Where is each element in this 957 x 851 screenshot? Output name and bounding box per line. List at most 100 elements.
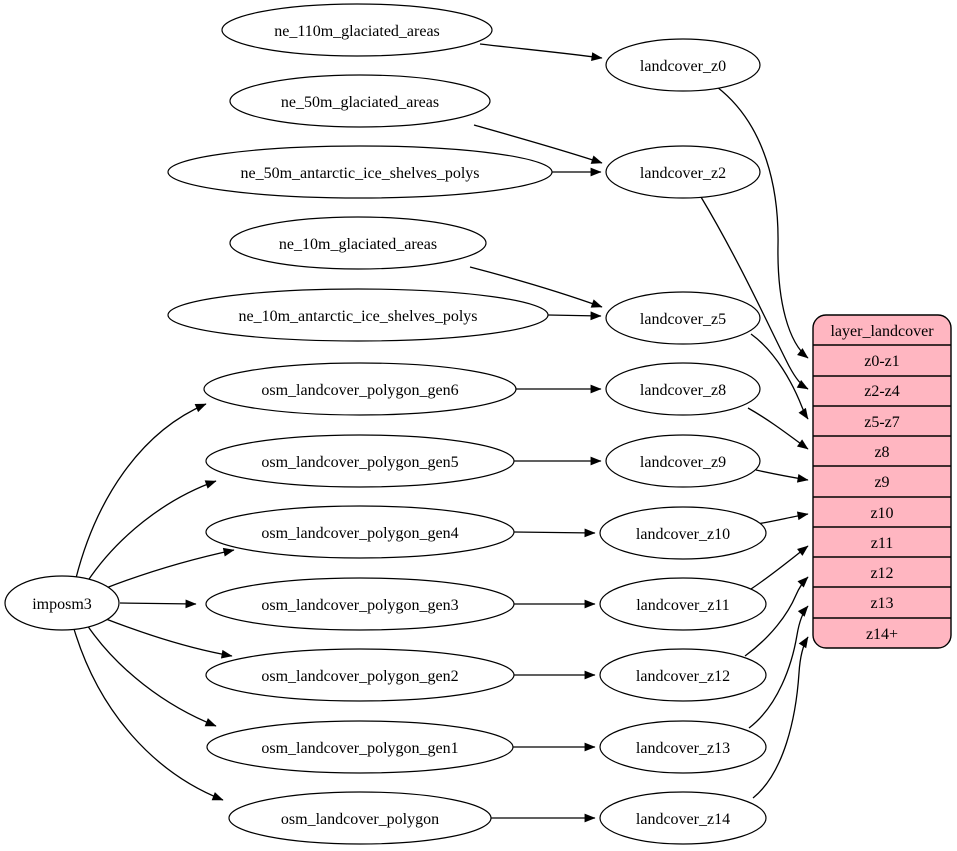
node-shape [205,648,515,702]
record-row-z8: z8 [874,444,889,461]
node-label: ne_50m_antarctic_ice_shelves_polys [240,165,479,182]
node-imposm3-label: imposm3 [32,596,92,613]
source-nodes: ne_110m_glaciated_areas ne_50m_glaciated… [167,3,553,845]
edge-imposm3-osm_landcover_polygon_gen3 [119,599,197,609]
node-shape [229,216,487,270]
edge-osm_landcover_polygon_gen4-landcover_z10 [513,528,596,538]
node-shape [605,291,761,345]
intermediate-nodes: landcover_z0 landcover_z2 landcover_z5 l… [599,38,767,845]
node-label: ne_10m_antarctic_ice_shelves_polys [238,308,477,325]
node-label: osm_landcover_polygon_gen5 [261,454,458,471]
node-shape [605,362,761,416]
record-row-z0-z1: z0-z1 [864,353,900,370]
edge-landcover_z5-row-z5-z7 [750,333,809,420]
edge-imposm3-osm_landcover_polygon [73,628,224,801]
node-landcover_z14: landcover_z14 [599,791,767,845]
node-osm_landcover_polygon_gen2: osm_landcover_polygon_gen2 [205,648,515,702]
node-ne_50m_antarctic_ice_shelves_polys: ne_50m_antarctic_ice_shelves_polys [167,145,553,199]
node-shape [599,720,767,774]
node-osm_landcover_polygon_gen4: osm_landcover_polygon_gen4 [205,505,515,559]
node-ne_110m_glaciated_areas: ne_110m_glaciated_areas [221,3,493,57]
edge-landcover_z12-row-z12 [744,576,809,657]
node-label: landcover_z11 [636,597,730,614]
node-shape [599,648,767,702]
record-row-z10: z10 [870,505,893,522]
node-landcover_z13: landcover_z13 [599,720,767,774]
node-label: landcover_z10 [636,526,730,543]
node-shape [599,577,767,631]
node-shape [599,791,767,845]
record-row-z14: z14+ [866,626,898,643]
node-label: osm_landcover_polygon_gen6 [261,382,458,399]
node-ne_10m_glaciated_areas: ne_10m_glaciated_areas [229,216,487,270]
node-imposm3: imposm3 [4,575,120,631]
node-shape [221,3,493,57]
node-shape [599,506,767,560]
node-osm_landcover_polygon_gen6: osm_landcover_polygon_gen6 [203,362,517,416]
edge-imposm3-osm_landcover_polygon_gen1 [86,624,217,727]
node-label: landcover_z5 [640,311,726,328]
node-label: landcover_z12 [636,668,730,685]
record-row-z2-z4: z2-z4 [864,383,900,400]
record-row-z11: z11 [871,535,894,552]
node-osm_landcover_polygon_gen1: osm_landcover_polygon_gen1 [206,720,514,774]
edge-landcover_z0-row-z0-z1 [716,86,809,359]
node-landcover_z5: landcover_z5 [605,291,761,345]
node-shape [167,288,549,342]
node-osm_landcover_polygon_gen3: osm_landcover_polygon_gen3 [205,577,515,631]
node-landcover_z9: landcover_z9 [605,434,761,488]
node-landcover_z12: landcover_z12 [599,648,767,702]
edges-sources-to-intermediates [469,43,603,823]
node-shape [605,145,761,199]
node-shape [205,505,515,559]
edge-ne_10m_glaciated_areas-landcover_z5 [469,266,603,308]
edge-ne_110m_glaciated_areas-landcover_z0 [479,43,603,61]
node-label: landcover_z13 [636,740,730,757]
node-shape [205,577,515,631]
edge-landcover_z14-row-z14 [752,636,809,799]
record-row-z12: z12 [870,565,893,582]
edge-landcover_z2-row-z2-z4 [700,196,809,390]
node-shape [228,791,492,845]
node-label: osm_landcover_polygon_gen4 [261,525,458,542]
node-shape [205,434,515,488]
node-label: ne_50m_glaciated_areas [281,94,439,111]
node-label: ne_110m_glaciated_areas [274,23,440,40]
node-label: ne_10m_glaciated_areas [279,236,437,253]
edges-imposm3-to-sources [73,403,235,801]
node-landcover_z2: landcover_z2 [605,145,761,199]
node-landcover_z8: landcover_z8 [605,362,761,416]
edge-imposm3-osm_landcover_polygon_gen4 [105,547,235,589]
node-imposm3-shape [4,575,120,631]
edge-landcover_z8-row-z8 [747,407,809,450]
edge-landcover_z11-row-z11 [750,545,809,590]
edge-imposm3-osm_landcover_polygon_gen2 [105,618,233,659]
edge-landcover_z13-row-z13 [748,605,809,729]
edge-landcover_z9-row-z9 [755,469,809,483]
record-title: layer_landcover [830,323,934,340]
node-ne_50m_glaciated_areas: ne_50m_glaciated_areas [229,74,491,128]
edge-landcover_z10-row-z10 [756,511,809,525]
node-shape [167,145,553,199]
edges-intermediates-to-record [700,86,809,799]
node-shape [605,434,761,488]
record-layer_landcover: layer_landcover z0-z1 z2-z4 z5-z7 z8 z9 … [812,314,952,649]
node-label: landcover_z9 [640,454,726,471]
node-label: landcover_z14 [636,811,730,828]
node-landcover_z10: landcover_z10 [599,506,767,560]
node-osm_landcover_polygon_gen5: osm_landcover_polygon_gen5 [205,434,515,488]
edge-imposm3-osm_landcover_polygon_gen5 [86,480,217,583]
record-separators [813,344,951,619]
node-label: osm_landcover_polygon_gen1 [261,740,458,757]
node-label: osm_landcover_polygon_gen2 [261,668,458,685]
node-label: landcover_z0 [640,58,726,75]
node-shape [605,38,761,92]
edge-ne_10m_antarctic_ice_shelves_polys-landcover_z5 [547,311,602,321]
node-osm_landcover_polygon: osm_landcover_polygon [228,791,492,845]
record-row-z13: z13 [870,595,893,612]
node-label: osm_landcover_polygon_gen3 [261,597,458,614]
node-landcover_z0: landcover_z0 [605,38,761,92]
record-row-z9: z9 [874,474,889,491]
